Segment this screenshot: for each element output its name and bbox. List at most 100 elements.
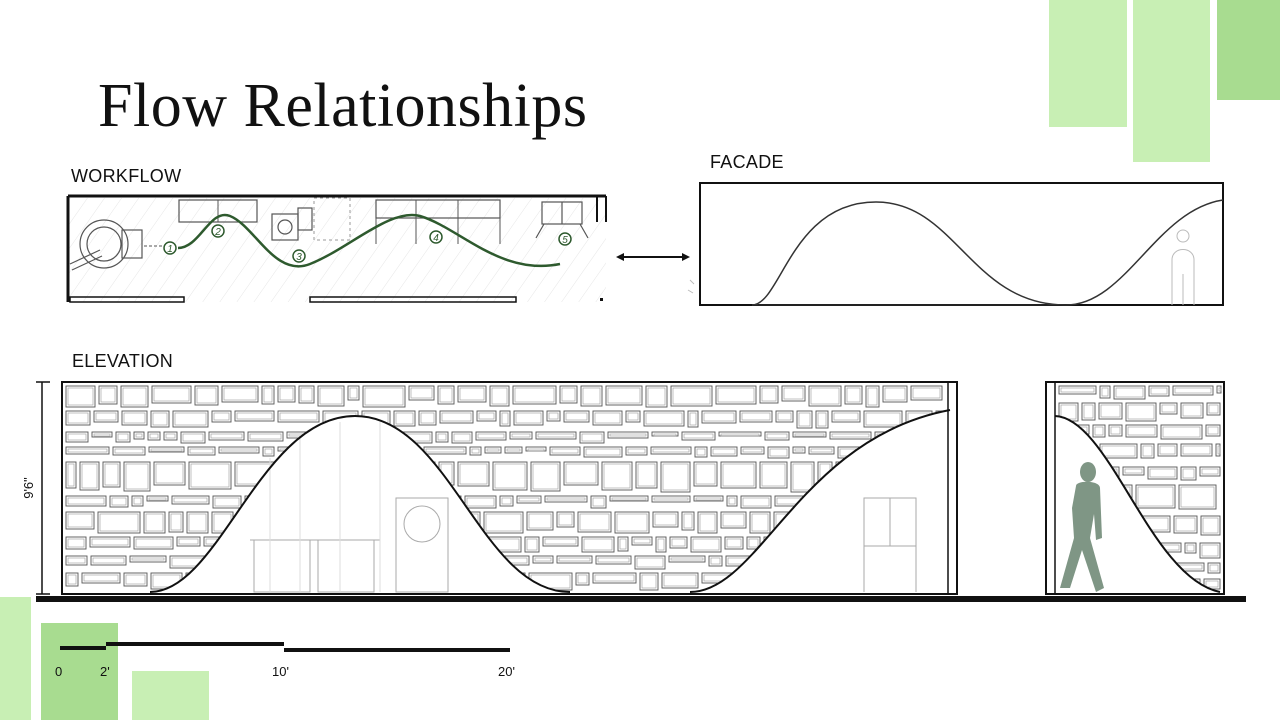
wall-tile-inner [726, 538, 742, 548]
wall-tile-inner [546, 497, 586, 501]
wall-tile [180, 431, 206, 444]
wall-tile [532, 555, 554, 564]
wall-tile [549, 446, 581, 456]
wall-tile [1206, 402, 1221, 416]
wall-tile [681, 511, 695, 531]
wall-tile [681, 431, 716, 441]
wall-tile [590, 495, 607, 509]
wall-tile-inner [123, 412, 146, 424]
wall-tile-inner [544, 538, 577, 545]
wall-tile-inner [349, 387, 358, 399]
wall-tile-inner [722, 463, 755, 487]
wall-tile-inner [742, 497, 770, 507]
wall-tile-inner [583, 538, 613, 551]
wall-tile [595, 555, 632, 565]
wall-tile-inner [558, 557, 591, 562]
wall-tile-inner [742, 448, 763, 453]
wall-tile [1113, 385, 1146, 400]
wall-tile-inner [220, 448, 258, 452]
wall-tile-inner [577, 574, 588, 584]
wall-tile [701, 410, 737, 424]
wall-tile-inner [155, 463, 184, 484]
wall-tile [790, 461, 815, 493]
wall-tile-inner [188, 513, 207, 532]
wall-tile [435, 431, 449, 443]
wall-tile [1205, 424, 1221, 437]
wall-tile [660, 461, 691, 493]
wall-tile-inner [506, 448, 521, 452]
wall-tile-inner [1174, 387, 1212, 394]
wall-tile [1122, 466, 1145, 476]
wall-tile [147, 431, 161, 441]
wall-tile-inner [696, 448, 706, 456]
wall-tile-inner [279, 412, 318, 421]
wall-tile [724, 536, 744, 550]
wall-tile-inner [761, 463, 786, 487]
press-machine-icon [271, 207, 313, 241]
wall-tile [153, 461, 186, 486]
wall-tile [670, 385, 713, 407]
wall-tile-inner [683, 433, 714, 439]
wall-tile [218, 446, 260, 454]
wall-tile [247, 431, 284, 442]
walking-person-icon [1060, 462, 1104, 592]
wall-tile [746, 536, 761, 550]
wall-tile [65, 461, 77, 489]
wall-tile-inner [794, 433, 825, 437]
wall-tile [408, 385, 435, 401]
wall-tile-inner [491, 387, 508, 405]
wall-tile [172, 410, 209, 428]
wall-tile-inner [515, 412, 542, 424]
wall-tile [418, 410, 437, 426]
wall-tile [740, 446, 765, 455]
wall-tile-inner [607, 387, 641, 404]
wall-tile-inner [548, 412, 559, 420]
wall-tile [1173, 515, 1198, 534]
wall-tile-inner [1202, 517, 1219, 534]
wall-tile-inner [627, 412, 639, 421]
wall-tile [1135, 484, 1176, 509]
wall-tile-inner [1182, 404, 1202, 417]
wall-tile [739, 410, 773, 423]
wall-tile-inner [178, 538, 199, 545]
wall-tile-inner [1180, 486, 1215, 508]
wall-tile-inner [884, 387, 906, 401]
wall-tile [577, 511, 612, 533]
wall-tile-inner [93, 433, 111, 437]
wall-tile-inner [526, 538, 538, 551]
wall-tile [708, 555, 723, 567]
wall-tile-inner [846, 387, 861, 403]
wall-tile [808, 446, 835, 455]
wall-tile [563, 461, 599, 486]
page-title: Flow Relationships [98, 72, 588, 140]
workflow-step-2: 2 [211, 224, 225, 238]
wall-tile-inner [699, 513, 716, 532]
wall-tile-inner [636, 557, 664, 568]
elevation-label: ELEVATION [72, 351, 174, 371]
wall-tile [546, 410, 561, 422]
wall-tile [211, 410, 232, 423]
wall-tile-inner [662, 463, 689, 491]
wall-tile-inner [867, 387, 878, 406]
wall-tile [1147, 466, 1178, 480]
accent-block-top-2 [1133, 0, 1210, 162]
wall-tile [815, 410, 829, 429]
wall-tile-inner [1217, 445, 1221, 455]
scale-tick-2ft: 2' [100, 664, 110, 679]
wall-tile [1058, 385, 1097, 395]
wall-tile-inner [653, 497, 689, 501]
wall-tile-inner [210, 433, 243, 439]
wall-tile [1207, 562, 1221, 574]
wall-tile-inner [477, 433, 505, 439]
wall-tile-inner [1101, 445, 1136, 457]
wall-tile-inner [485, 513, 522, 532]
wall-tile [556, 511, 575, 528]
wall-tile [645, 385, 668, 408]
wall-tile-inner [637, 463, 656, 487]
wall-tile [234, 410, 275, 422]
workflow-step-5-label: 5 [562, 235, 568, 246]
wall-tile [693, 461, 718, 487]
wall-tile-inner [494, 463, 526, 489]
wall-tile [513, 410, 544, 426]
wall-tile-inner [616, 513, 648, 532]
